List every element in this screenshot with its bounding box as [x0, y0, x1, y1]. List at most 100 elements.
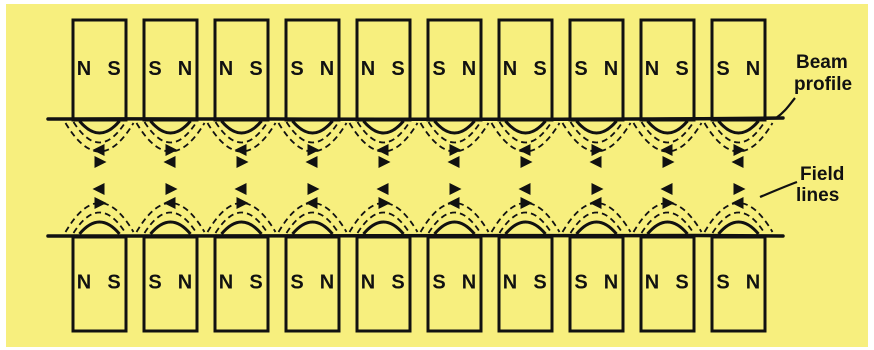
beam-label-line1: Beam	[796, 52, 848, 73]
pole-label: N	[645, 58, 659, 80]
field-line	[285, 121, 340, 144]
arrow-icon	[733, 144, 746, 156]
field-arc-bottom	[362, 220, 405, 235]
field-line	[214, 211, 269, 234]
arrow-icon	[378, 197, 391, 209]
field-arc-bottom	[149, 220, 192, 235]
field-line	[703, 122, 774, 153]
arrow-icon	[94, 156, 107, 168]
field-line	[703, 202, 774, 233]
field-arc-top	[362, 120, 405, 135]
pole-label: N	[320, 58, 334, 80]
field-arc-bottom	[78, 220, 121, 235]
field-line	[640, 121, 695, 144]
field-line	[143, 211, 198, 234]
pole-label: N	[320, 272, 334, 294]
field-line	[711, 211, 766, 234]
field-label-line1: Field	[800, 164, 844, 185]
pole-label: S	[148, 58, 161, 80]
field-leader-line	[759, 180, 798, 199]
pole-label: N	[462, 58, 476, 80]
field-line	[711, 121, 766, 144]
arrow-icon	[520, 197, 533, 209]
arrow-icon	[662, 156, 675, 168]
pole-label: S	[432, 272, 445, 294]
pole-label: N	[645, 272, 659, 294]
field-line	[64, 202, 135, 233]
arrow-icon	[305, 156, 318, 168]
arrow-icon	[163, 156, 176, 168]
field-line	[356, 211, 411, 234]
arrow-icon	[307, 183, 320, 195]
field-line	[135, 202, 206, 233]
arrow-icon	[660, 183, 673, 195]
arrow-icon	[165, 183, 178, 195]
pole-label: S	[533, 272, 546, 294]
arrow-icon	[94, 197, 107, 209]
pole-label: S	[716, 272, 729, 294]
field-line	[356, 121, 411, 144]
arrow-icon	[234, 183, 247, 195]
field-line	[561, 122, 632, 153]
pole-label: N	[604, 272, 618, 294]
pole-label: S	[432, 58, 445, 80]
field-line	[348, 202, 419, 233]
field-line	[285, 211, 340, 234]
pole-label: S	[249, 58, 262, 80]
arrow-icon	[376, 183, 389, 195]
pole-label: S	[148, 272, 161, 294]
field-arc-top	[433, 120, 476, 135]
pole-label: S	[391, 272, 404, 294]
pole-label: N	[746, 272, 760, 294]
field-line	[277, 202, 348, 233]
arrow-icon	[589, 156, 602, 168]
arrow-icon	[447, 197, 460, 209]
beam-profile-bottom	[46, 233, 785, 238]
field-line	[348, 122, 419, 153]
field-lines-group	[64, 120, 774, 235]
field-line	[143, 121, 198, 144]
pole-label: S	[533, 58, 546, 80]
arrow-icon	[660, 144, 673, 156]
field-line	[490, 202, 561, 233]
field-line	[64, 122, 135, 153]
arrow-icon	[731, 156, 744, 168]
arrow-icon	[733, 183, 746, 195]
pole-label: S	[107, 58, 120, 80]
pole-label: N	[746, 58, 760, 80]
arrow-icon	[92, 144, 105, 156]
arrow-icon	[591, 144, 604, 156]
field-arc-top	[220, 120, 263, 135]
field-line	[427, 121, 482, 144]
field-arc-top	[575, 120, 618, 135]
arrow-icon	[591, 183, 604, 195]
field-line	[640, 211, 695, 234]
field-line	[72, 121, 127, 144]
arrow-icon	[520, 156, 533, 168]
pole-label: N	[77, 58, 91, 80]
pole-label: N	[604, 58, 618, 80]
pole-label: S	[574, 58, 587, 80]
arrow-icon	[518, 144, 531, 156]
pole-label: N	[219, 272, 233, 294]
arrow-icon	[731, 197, 744, 209]
pole-label: S	[107, 272, 120, 294]
arrow-icon	[376, 144, 389, 156]
